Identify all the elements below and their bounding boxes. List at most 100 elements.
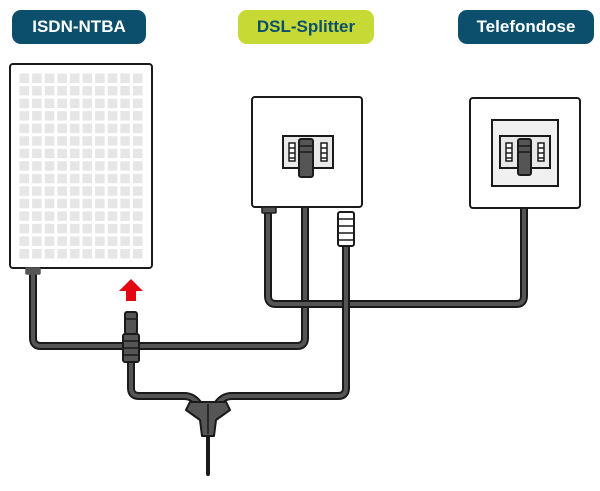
dose-socket-left (505, 142, 513, 162)
y-connector (185, 401, 231, 437)
vent-cell (82, 249, 93, 259)
vent-cell (57, 211, 67, 221)
vent-cell (32, 186, 42, 196)
vent-cell (132, 186, 143, 196)
vent-cell (95, 73, 105, 83)
vent-cell (120, 73, 130, 83)
vent-cell (132, 211, 143, 221)
vent-cell (82, 198, 93, 209)
vent-cell (132, 223, 143, 234)
vent-cell (107, 136, 118, 146)
vent-cell (44, 86, 55, 96)
vent-cell (32, 161, 42, 171)
vent-cell (120, 173, 130, 184)
dose-plug (517, 138, 532, 176)
vent-cell (120, 186, 130, 196)
vent-cell (95, 111, 105, 121)
vent-cell (32, 211, 42, 221)
vent-cell (57, 111, 67, 121)
vent-cell (82, 161, 93, 171)
ntba-plug (122, 311, 140, 363)
vent-cell (120, 98, 130, 109)
vent-cell (107, 73, 118, 83)
cable-splitter-y (212, 239, 350, 410)
vent-cell (120, 111, 130, 121)
splitter-socket-right (320, 142, 328, 162)
vent-cell (19, 73, 30, 83)
vent-cell (19, 86, 30, 96)
vent-cell (132, 123, 143, 134)
vent-cell (95, 249, 105, 259)
vent-cell (82, 148, 93, 159)
vent-cell (120, 249, 130, 259)
vent-cell (95, 123, 105, 134)
vent-cell (19, 111, 30, 121)
vent-cell (57, 186, 67, 196)
label-isdn-ntba: ISDN-NTBA (12, 10, 146, 44)
vent-cell (44, 223, 55, 234)
vent-cell (57, 249, 67, 259)
vent-cell (120, 236, 130, 246)
vent-cell (69, 136, 80, 146)
vent-cell (32, 148, 42, 159)
vent-cell (19, 186, 30, 196)
vent-cell (95, 173, 105, 184)
vent-cell (57, 73, 67, 83)
vent-cell (132, 249, 143, 259)
vent-cell (32, 173, 42, 184)
vent-cell (69, 123, 80, 134)
vent-cell (69, 148, 80, 159)
vent-cell (44, 123, 55, 134)
vent-cell (107, 211, 118, 221)
vent-cell (19, 236, 30, 246)
vent-cell (69, 186, 80, 196)
vent-cell (57, 86, 67, 96)
vent-cell (32, 98, 42, 109)
vent-cell (82, 136, 93, 146)
vent-cell (95, 198, 105, 209)
vent-cell (95, 161, 105, 171)
vent-cell (107, 111, 118, 121)
vent-cell (44, 148, 55, 159)
vent-cell (69, 236, 80, 246)
vent-cell (82, 86, 93, 96)
vent-cell (120, 198, 130, 209)
vent-cell (120, 223, 130, 234)
vent-cell (57, 161, 67, 171)
vent-cell (69, 73, 80, 83)
vent-cell (95, 236, 105, 246)
ntba-vent-grid (19, 73, 143, 259)
vent-cell (19, 223, 30, 234)
vent-cell (82, 98, 93, 109)
vent-cell (32, 223, 42, 234)
vent-cell (19, 211, 30, 221)
arrow-up-icon (119, 279, 143, 301)
vent-cell (44, 249, 55, 259)
vent-cell (19, 198, 30, 209)
vent-cell (57, 98, 67, 109)
vent-cell (95, 98, 105, 109)
cables (29, 186, 528, 476)
splitter-hanging-plug (337, 211, 355, 247)
vent-cell (82, 236, 93, 246)
splitter-device (251, 96, 363, 247)
vent-cell (19, 123, 30, 134)
vent-cell (120, 123, 130, 134)
vent-cell (69, 249, 80, 259)
cable-splitter-dose (264, 186, 528, 308)
vent-cell (57, 148, 67, 159)
vent-cell (120, 211, 130, 221)
vent-cell (132, 136, 143, 146)
vent-cell (69, 211, 80, 221)
vent-cell (57, 136, 67, 146)
vent-cell (107, 236, 118, 246)
vent-cell (107, 173, 118, 184)
vent-cell (19, 136, 30, 146)
vent-cell (132, 148, 143, 159)
cable-plug-y (127, 358, 204, 410)
cable-ntba-splitter (29, 201, 309, 350)
telefondose-device (469, 97, 581, 209)
vent-cell (32, 249, 42, 259)
label-dsl-splitter: DSL-Splitter (238, 10, 374, 44)
vent-cell (82, 73, 93, 83)
